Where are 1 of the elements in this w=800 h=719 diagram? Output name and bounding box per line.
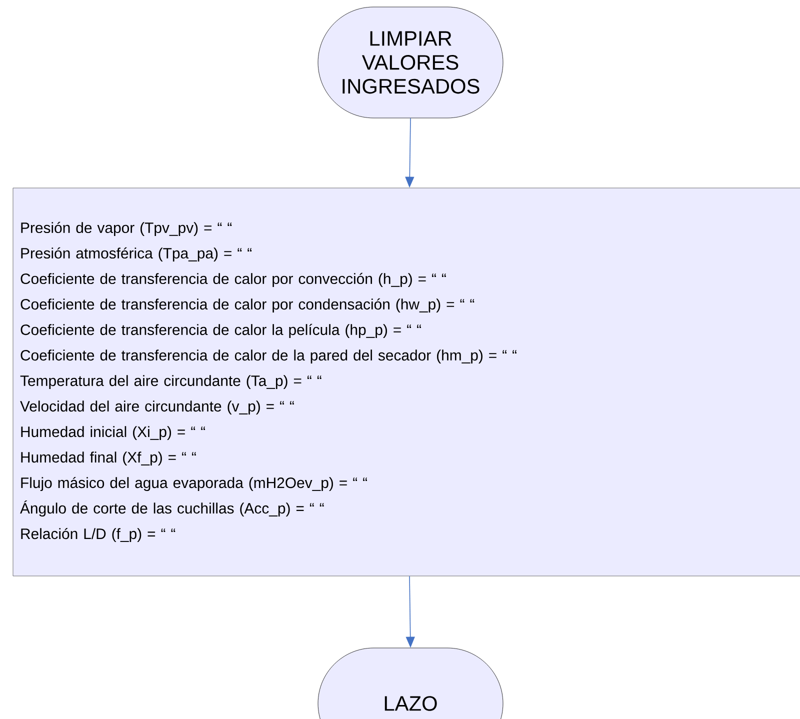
process-box: Presión de vapor (Tpv_pv) = “ “ Presión atmosférica (Tpa_pa) = “ “ Coeficiente de transferencia de calor por convección (h_p) = “ “ Coeficiente de transferencia de calor por condensación (hw_p) = “ “ Coeficiente de transferencia de calor la película (hp_p) = “ “ Coeficiente de transferencia de calor de la pared del secador (hm_p) = “ “ Temperatura del aire circundante (Ta_p) = “ “ Velocidad del aire circundante (v_p) = “ “ Humedad inicial (Xi_p) = “ “ Humedad final (Xf_p) = “ “ Flujo másico del agua evaporada (mH2Oev_p) = “ “ Ángulo de corte de las cuchillas (Acc_p) = “ “ Relación L/D (f_p) = “ “ [12, 188, 800, 576]
